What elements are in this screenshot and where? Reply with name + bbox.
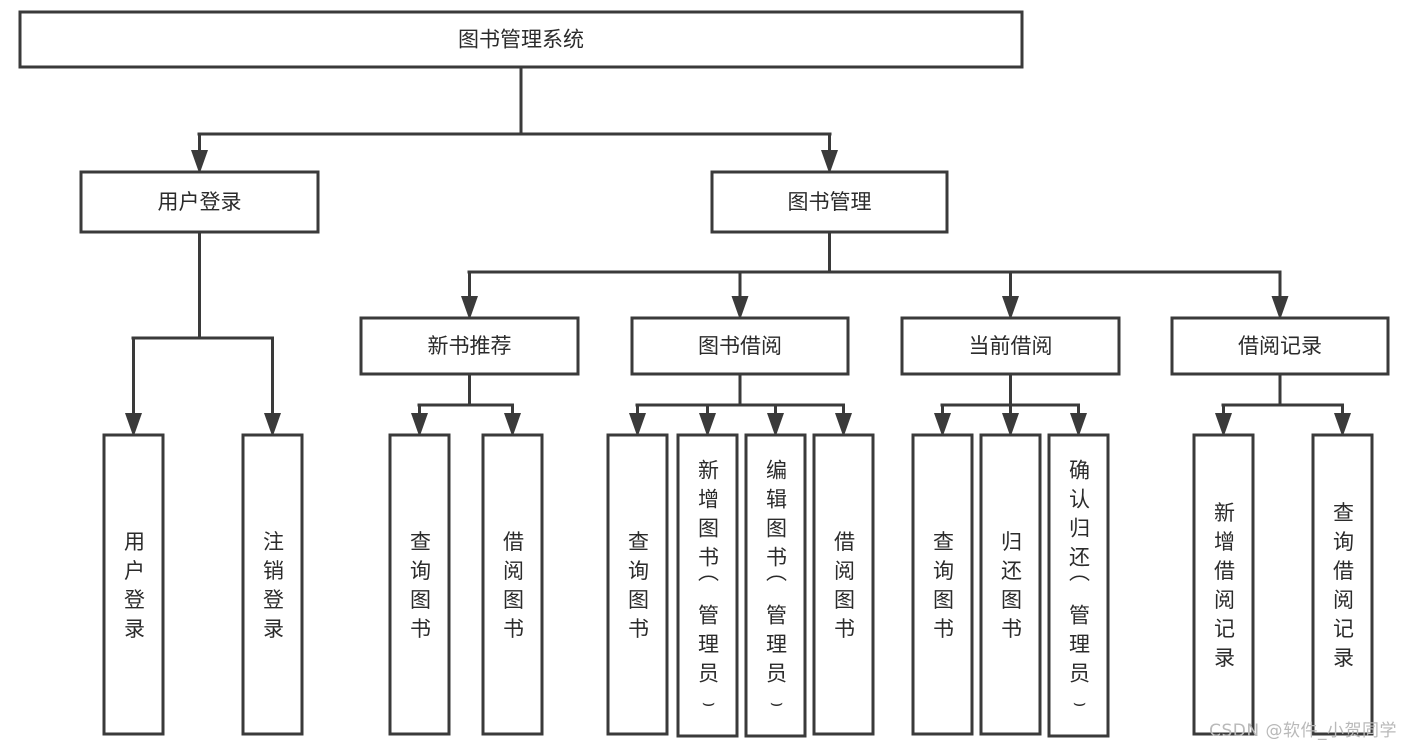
node-box-current-borrow[interactable] [900,316,1121,376]
node-label-borrow-record: 借阅记录 [1238,334,1322,358]
arrow-head-leaf-confirm-return [1070,413,1087,437]
nodes-layer: 图书管理系统用户登录图书管理新书推荐图书借阅当前借阅借阅记录用户登录注销登录查询… [18,10,1390,738]
connectors-layer [125,65,1351,437]
node-book-borrow[interactable]: 图书借阅 [630,316,850,376]
node-box-leaf-borrow-book-1[interactable] [481,433,544,736]
node-label-leaf-user-login: 用户登录 [124,530,145,641]
arrow-head-leaf-query-book-3 [934,413,951,437]
arrow-head-user-login [191,150,208,174]
node-borrow-record[interactable]: 借阅记录 [1170,316,1390,376]
node-new-book-rec[interactable]: 新书推荐 [359,316,580,376]
node-box-leaf-query-book-1[interactable] [388,433,451,736]
node-label-new-book-rec: 新书推荐 [428,334,512,358]
node-leaf-confirm-return[interactable]: 确认归还⌒管理员⌣ [1047,433,1110,738]
node-leaf-borrow-book-1[interactable]: 借阅图书 [481,433,544,736]
node-box-new-book-rec[interactable] [359,316,580,376]
node-box-leaf-borrow-book-2[interactable] [812,433,875,736]
arrow-head-leaf-query-book-1 [411,413,428,437]
arrow-head-leaf-query-book-2 [629,413,646,437]
node-box-leaf-query-book-3[interactable] [911,433,974,736]
node-label-leaf-logout: 注销登录 [263,530,284,641]
arrow-head-leaf-add-book [699,413,716,437]
node-box-borrow-record[interactable] [1170,316,1390,376]
node-label-leaf-add-book: 新增图书⌒管理员⌣ [698,459,719,715]
node-label-leaf-query-book-1: 查询图书 [410,530,431,641]
node-box-leaf-add-book[interactable] [676,433,739,738]
node-box-leaf-confirm-return[interactable] [1047,433,1110,738]
node-book-manage[interactable]: 图书管理 [710,170,949,234]
arrow-head-new-book-rec [461,296,478,320]
arrow-head-book-manage [821,150,838,174]
node-leaf-return-book[interactable]: 归还图书 [979,433,1042,736]
node-label-user-login: 用户登录 [158,190,242,214]
arrow-head-leaf-edit-book [767,413,784,437]
node-box-leaf-return-book[interactable] [979,433,1042,736]
node-box-user-login[interactable] [79,170,320,234]
arrow-head-book-borrow [731,296,749,320]
node-leaf-user-login[interactable]: 用户登录 [102,433,165,736]
node-label-leaf-borrow-book-2: 借阅图书 [834,530,855,641]
arrow-head-leaf-query-record [1334,413,1351,437]
node-root[interactable]: 图书管理系统 [18,10,1024,69]
node-leaf-query-record[interactable]: 查询借阅记录 [1311,433,1374,736]
node-label-leaf-query-book-2: 查询图书 [628,530,649,641]
arrow-head-leaf-borrow-book-2 [835,413,852,437]
node-box-leaf-edit-book[interactable] [744,433,807,738]
node-box-leaf-logout[interactable] [241,433,304,736]
node-label-root: 图书管理系统 [458,28,584,52]
node-leaf-edit-book[interactable]: 编辑图书⌒管理员⌣ [744,433,807,738]
node-leaf-query-book-3[interactable]: 查询图书 [911,433,974,736]
arrow-head-leaf-borrow-book-1 [504,413,521,437]
node-leaf-query-book-1[interactable]: 查询图书 [388,433,451,736]
node-box-leaf-add-record[interactable] [1192,433,1255,736]
node-label-leaf-borrow-book-1: 借阅图书 [503,530,524,641]
arrow-head-borrow-record [1271,296,1289,320]
node-leaf-add-record[interactable]: 新增借阅记录 [1192,433,1255,736]
node-box-book-borrow[interactable] [630,316,850,376]
node-label-leaf-edit-book: 编辑图书⌒管理员⌣ [766,459,787,715]
node-leaf-borrow-book-2[interactable]: 借阅图书 [812,433,875,736]
node-label-book-borrow: 图书借阅 [698,334,782,358]
arrow-head-leaf-add-record [1215,413,1232,437]
node-label-leaf-return-book: 归还图书 [1001,530,1022,641]
node-box-leaf-query-record[interactable] [1311,433,1374,736]
node-label-current-borrow: 当前借阅 [969,334,1053,358]
node-label-leaf-add-record: 新增借阅记录 [1214,501,1235,670]
node-box-leaf-user-login[interactable] [102,433,165,736]
arrow-head-current-borrow [1002,296,1019,320]
node-box-leaf-query-book-2[interactable] [606,433,669,736]
arrow-head-leaf-user-login [125,413,142,437]
node-box-root[interactable] [18,10,1024,69]
node-label-leaf-confirm-return: 确认归还⌒管理员⌣ [1069,459,1090,715]
arrow-head-leaf-return-book [1002,413,1019,437]
node-leaf-logout[interactable]: 注销登录 [241,433,304,736]
node-leaf-query-book-2[interactable]: 查询图书 [606,433,669,736]
node-label-leaf-query-record: 查询借阅记录 [1333,501,1354,670]
node-leaf-add-book[interactable]: 新增图书⌒管理员⌣ [676,433,739,738]
node-label-leaf-query-book-3: 查询图书 [933,530,954,641]
node-box-book-manage[interactable] [710,170,949,234]
node-label-book-manage: 图书管理 [788,190,872,214]
arrow-head-leaf-logout [264,413,281,437]
node-current-borrow[interactable]: 当前借阅 [900,316,1121,376]
node-user-login[interactable]: 用户登录 [79,170,320,234]
